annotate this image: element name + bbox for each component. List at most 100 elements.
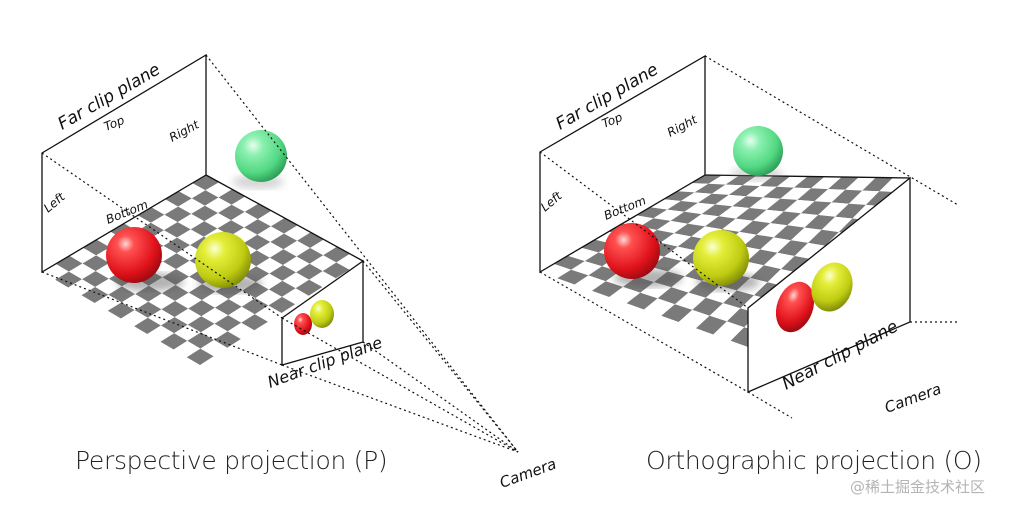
ortho-right-label: Right	[665, 112, 701, 140]
checker-tile	[42, 263, 69, 280]
checker-tile	[800, 201, 832, 215]
checker-tile	[121, 294, 149, 311]
checker-tile	[698, 193, 729, 205]
checker-tile	[69, 247, 97, 264]
checker-tile	[708, 175, 740, 185]
orthographic-caption: Orthographic projection (O)	[646, 446, 982, 475]
perspective-camera-label: Camera	[497, 455, 558, 492]
checker-tile	[241, 314, 268, 331]
ortho-yellow-sphere-projected	[811, 262, 853, 312]
checker-tile	[254, 305, 282, 322]
red-sphere	[106, 227, 162, 283]
checker-tile	[309, 271, 336, 287]
checker-tile	[175, 276, 203, 293]
checker-tile	[650, 199, 681, 210]
checker-tile	[653, 209, 685, 221]
checker-tile	[773, 225, 805, 241]
checker-tile	[626, 292, 658, 310]
checker-tile	[828, 177, 859, 190]
checker-tile	[746, 249, 778, 266]
checker-tile	[657, 287, 689, 305]
checker-tile	[217, 220, 245, 236]
checker-tile	[309, 255, 337, 272]
checker-tile	[811, 176, 842, 190]
checker-tile	[270, 233, 298, 250]
checker-tile	[711, 184, 743, 195]
checker-tile	[95, 278, 122, 295]
checker-tile	[639, 218, 671, 230]
checker-tile	[151, 199, 179, 215]
checker-tile	[661, 304, 693, 322]
checker-tile	[200, 340, 228, 357]
checker-tile	[150, 214, 178, 231]
checker-tile	[735, 208, 767, 221]
checker-tile	[609, 286, 641, 304]
checker-tile	[879, 177, 910, 193]
checker-tile	[770, 211, 801, 226]
checker-tile	[282, 288, 309, 305]
checker-tile	[787, 213, 819, 228]
checker-tile	[186, 348, 214, 365]
checker-tile	[214, 315, 242, 332]
perspective-projection-lines	[41, 54, 519, 453]
checker-tile	[147, 309, 175, 326]
perspective-left-label: Left	[41, 189, 69, 215]
checker-tile	[722, 218, 753, 232]
checker-tile	[190, 221, 218, 237]
checker-tile	[678, 309, 710, 329]
checker-tile	[269, 265, 296, 281]
checker-tile	[163, 237, 191, 254]
checker-tile	[753, 209, 784, 224]
checker-tile	[835, 203, 866, 219]
checker-tile	[692, 297, 724, 316]
checker-tile	[175, 292, 202, 309]
checker-tile	[640, 282, 672, 299]
checker-tile	[687, 214, 719, 227]
orthographic-diagram: Far clip plane Top Right Left Bottom Nea…	[538, 54, 959, 419]
checker-tile	[592, 281, 623, 297]
checker-tile	[227, 322, 255, 339]
ortho-yellow-sphere	[693, 230, 749, 286]
checker-tile	[776, 176, 808, 188]
checker-tile	[831, 189, 863, 204]
checker-tile	[228, 306, 255, 323]
checker-tile	[161, 301, 189, 318]
yellow-sphere-projected	[310, 300, 334, 328]
checker-tile	[715, 194, 746, 207]
checker-tile	[794, 242, 826, 260]
checker-tile	[81, 287, 109, 303]
checker-tile	[204, 197, 232, 213]
checker-tile	[137, 207, 165, 223]
checker-tile	[674, 223, 705, 237]
checker-tile	[848, 190, 880, 205]
checker-tile	[161, 285, 189, 301]
checker-tile	[200, 323, 228, 340]
checker-tile	[818, 202, 849, 217]
checker-tile	[804, 215, 836, 230]
checker-tile	[670, 211, 702, 224]
checker-tile	[268, 296, 296, 313]
checker-tile	[218, 204, 245, 221]
checker-tile	[124, 215, 151, 231]
checker-tile	[684, 202, 716, 215]
checker-tile	[718, 206, 750, 219]
checker-tile	[255, 289, 282, 306]
checker-tile	[636, 207, 668, 219]
checker-tile	[256, 242, 284, 258]
checker-tile	[696, 315, 727, 335]
ortho-green-sphere	[733, 126, 783, 176]
checker-tile	[187, 332, 214, 349]
checker-tile	[162, 253, 190, 270]
perspective-caption: Perspective projection (P)	[75, 446, 388, 475]
checker-tile	[201, 291, 229, 308]
checker-tile	[680, 192, 712, 203]
checker-tile	[241, 298, 269, 315]
checker-tile	[187, 316, 215, 333]
checker-tile	[701, 204, 733, 217]
checker-tile	[82, 271, 109, 287]
checker-tile	[674, 292, 706, 310]
checker-tile	[793, 176, 825, 189]
checker-tile	[671, 276, 703, 293]
checker-tile	[256, 257, 283, 274]
